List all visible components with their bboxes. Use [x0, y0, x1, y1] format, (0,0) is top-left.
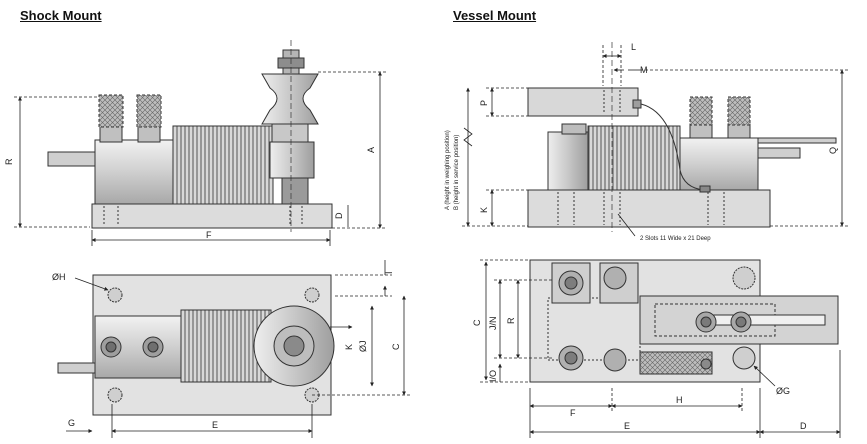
- vessel-slots-note: 2 Slots 11 Wide x 21 Deep: [640, 236, 711, 242]
- shock-rubber-mount: [261, 73, 319, 125]
- vessel-side-view: [527, 42, 837, 232]
- shock-dim-e: E: [212, 420, 218, 430]
- shock-dim-f: F: [206, 230, 212, 240]
- vessel-dim-l: L: [631, 42, 636, 52]
- vessel-knurled-part: [639, 351, 713, 375]
- vessel-top-view: [529, 259, 839, 383]
- shock-base-plate: [91, 203, 333, 229]
- vessel-dim-m: M: [640, 65, 648, 75]
- shock-hole-tl: [107, 287, 123, 303]
- shock-cable: [47, 151, 97, 167]
- vessel-dim-g: ØG: [776, 386, 790, 396]
- shock-dim-g: G: [68, 418, 75, 428]
- shock-top-view: [57, 274, 335, 416]
- vessel-dim-f: F: [570, 408, 576, 418]
- shock-top-cable: [57, 362, 99, 374]
- shock-bolt-left: [98, 94, 124, 128]
- shock-side-view: [47, 40, 333, 232]
- vessel-pillar: [547, 131, 589, 191]
- vessel-dim-a: A (height in weighing position): [445, 130, 451, 210]
- vessel-dim-jn: J/N: [488, 317, 498, 331]
- vessel-hole-g: [732, 346, 756, 370]
- vessel-dim-q: Q: [828, 147, 838, 154]
- vessel-dim-p: P: [479, 100, 489, 106]
- vessel-cable: [757, 147, 801, 159]
- vessel-mount-title: Vessel Mount: [453, 8, 537, 23]
- shock-load-cell-block: [94, 139, 174, 205]
- shock-side-dimensions: [14, 71, 386, 246]
- shock-dim-h: ØH: [52, 272, 66, 282]
- shock-dim-r: R: [4, 158, 14, 165]
- shock-top-dimensions: [66, 260, 410, 438]
- shock-bolt-right: [136, 94, 162, 128]
- shock-dim-j: ØJ: [358, 340, 368, 352]
- vessel-dim-d: D: [800, 421, 807, 431]
- vessel-dim-r: R: [506, 317, 516, 324]
- shock-nut: [281, 177, 309, 205]
- shock-dim-d: D: [334, 212, 344, 219]
- vessel-top-dimensions: [480, 259, 841, 438]
- shock-bellows: [172, 125, 274, 205]
- vessel-bellows: [587, 125, 681, 191]
- shock-dim-i: I: [384, 271, 394, 274]
- vessel-dim-h: H: [676, 395, 683, 405]
- vessel-dim-io: I/O: [488, 370, 498, 382]
- shock-dim-c: C: [391, 343, 401, 350]
- vessel-base-plate: [527, 189, 771, 228]
- shock-mount-title: Shock Mount: [20, 8, 102, 23]
- shock-dim-a: A: [366, 147, 376, 153]
- vessel-dim-k: K: [479, 207, 489, 213]
- vessel-side-dimensions: [462, 45, 848, 237]
- vessel-dim-c: C: [472, 319, 482, 326]
- shock-dim-k: K: [344, 344, 354, 350]
- vessel-load-cell: [679, 137, 759, 191]
- vessel-dim-e: E: [624, 421, 630, 431]
- vessel-top-plate: [527, 87, 639, 117]
- vessel-dim-b: B (height in service position): [454, 135, 460, 210]
